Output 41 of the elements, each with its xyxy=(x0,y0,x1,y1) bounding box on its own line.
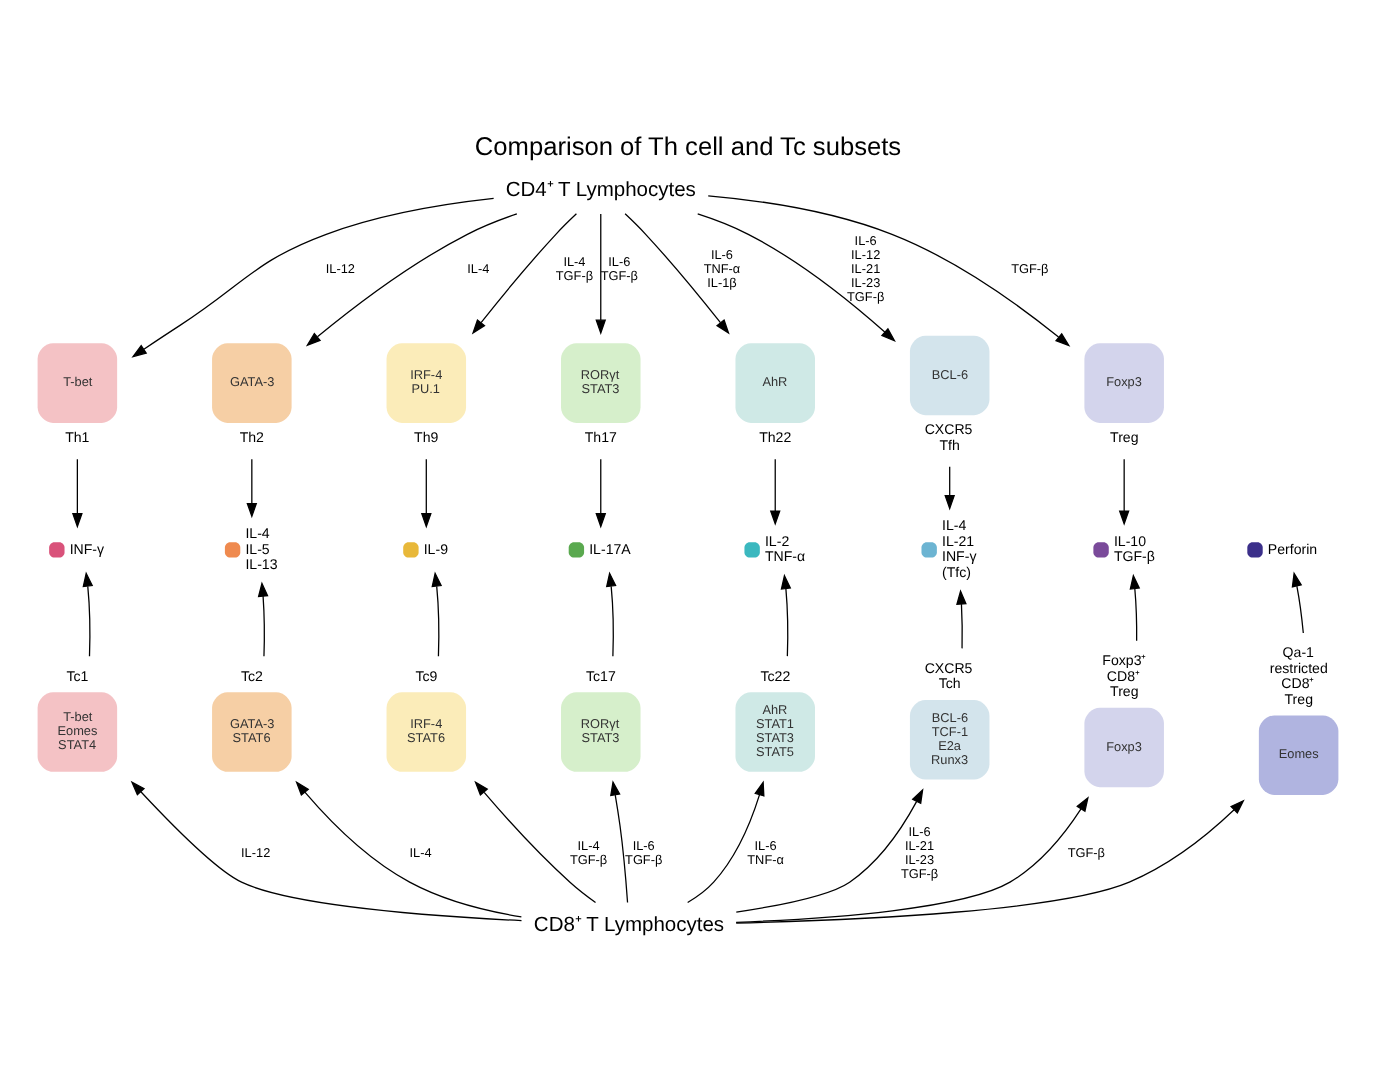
arrow xyxy=(1129,572,1141,641)
arrow xyxy=(687,779,765,903)
arrow xyxy=(305,212,518,346)
arrow xyxy=(257,580,269,656)
arrow xyxy=(624,212,730,334)
arrow xyxy=(130,779,523,921)
node-text: CD8⁺ T Lymphocytes xyxy=(533,913,725,936)
arrow xyxy=(246,457,258,518)
arrow xyxy=(780,572,792,656)
arrow xyxy=(956,588,967,648)
arrow xyxy=(769,457,781,525)
arrow xyxy=(707,194,1071,346)
arrow xyxy=(735,795,1089,922)
arrow xyxy=(1118,457,1130,525)
arrow xyxy=(295,779,522,917)
arrow xyxy=(605,570,617,656)
node-circle xyxy=(403,541,419,557)
node-text: CD4⁺ T Lymphocytes xyxy=(505,178,696,201)
arrow xyxy=(735,787,924,912)
arrow xyxy=(595,457,607,528)
node-circle xyxy=(744,541,760,557)
node-circle xyxy=(224,541,241,557)
node-circle xyxy=(1247,541,1263,557)
arrow xyxy=(131,196,495,357)
arrow xyxy=(474,779,597,903)
arrow xyxy=(71,457,83,528)
arrow xyxy=(471,212,578,334)
node-circle xyxy=(1093,541,1109,557)
arrow xyxy=(431,570,443,656)
arrow xyxy=(1291,570,1304,633)
arrow xyxy=(595,212,607,334)
arrow xyxy=(944,465,956,510)
node-circle xyxy=(568,541,585,557)
node-circle xyxy=(49,541,65,557)
diagram-title: Comparison of Th cell and Tc subsets xyxy=(474,129,902,160)
arrow xyxy=(735,798,1245,923)
arrow xyxy=(82,570,94,656)
arrow xyxy=(610,779,629,903)
node-circle xyxy=(921,541,937,557)
arrow xyxy=(420,457,432,528)
arrow xyxy=(697,212,896,342)
